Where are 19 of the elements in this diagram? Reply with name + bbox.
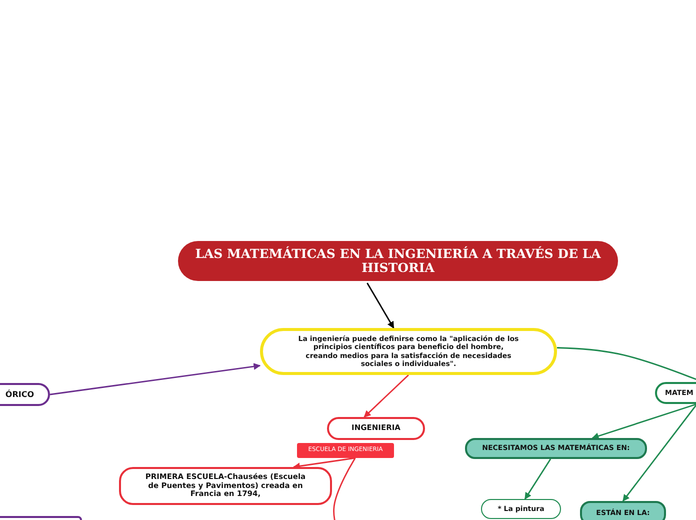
topic-box <box>481 499 561 519</box>
topic-box <box>327 417 425 440</box>
connector-line <box>333 458 356 520</box>
arrow <box>50 363 261 396</box>
topic-box <box>580 501 666 520</box>
title-box <box>178 241 618 281</box>
arrow <box>524 458 552 500</box>
arrow <box>622 404 696 502</box>
title-text: LAS MATEMÁTICAS EN LA INGENIERÍA A TRAVÉS DE LA HISTORIA <box>194 246 602 276</box>
topic-box <box>465 438 647 459</box>
node-text: ÓRICO <box>5 390 34 400</box>
tag-label <box>297 443 394 458</box>
arrow <box>292 457 356 470</box>
definition-box <box>260 328 557 375</box>
arrow <box>364 374 409 418</box>
topic-box <box>119 467 332 505</box>
arrow <box>592 403 696 440</box>
arrow <box>366 282 394 329</box>
connector-line <box>556 347 696 383</box>
